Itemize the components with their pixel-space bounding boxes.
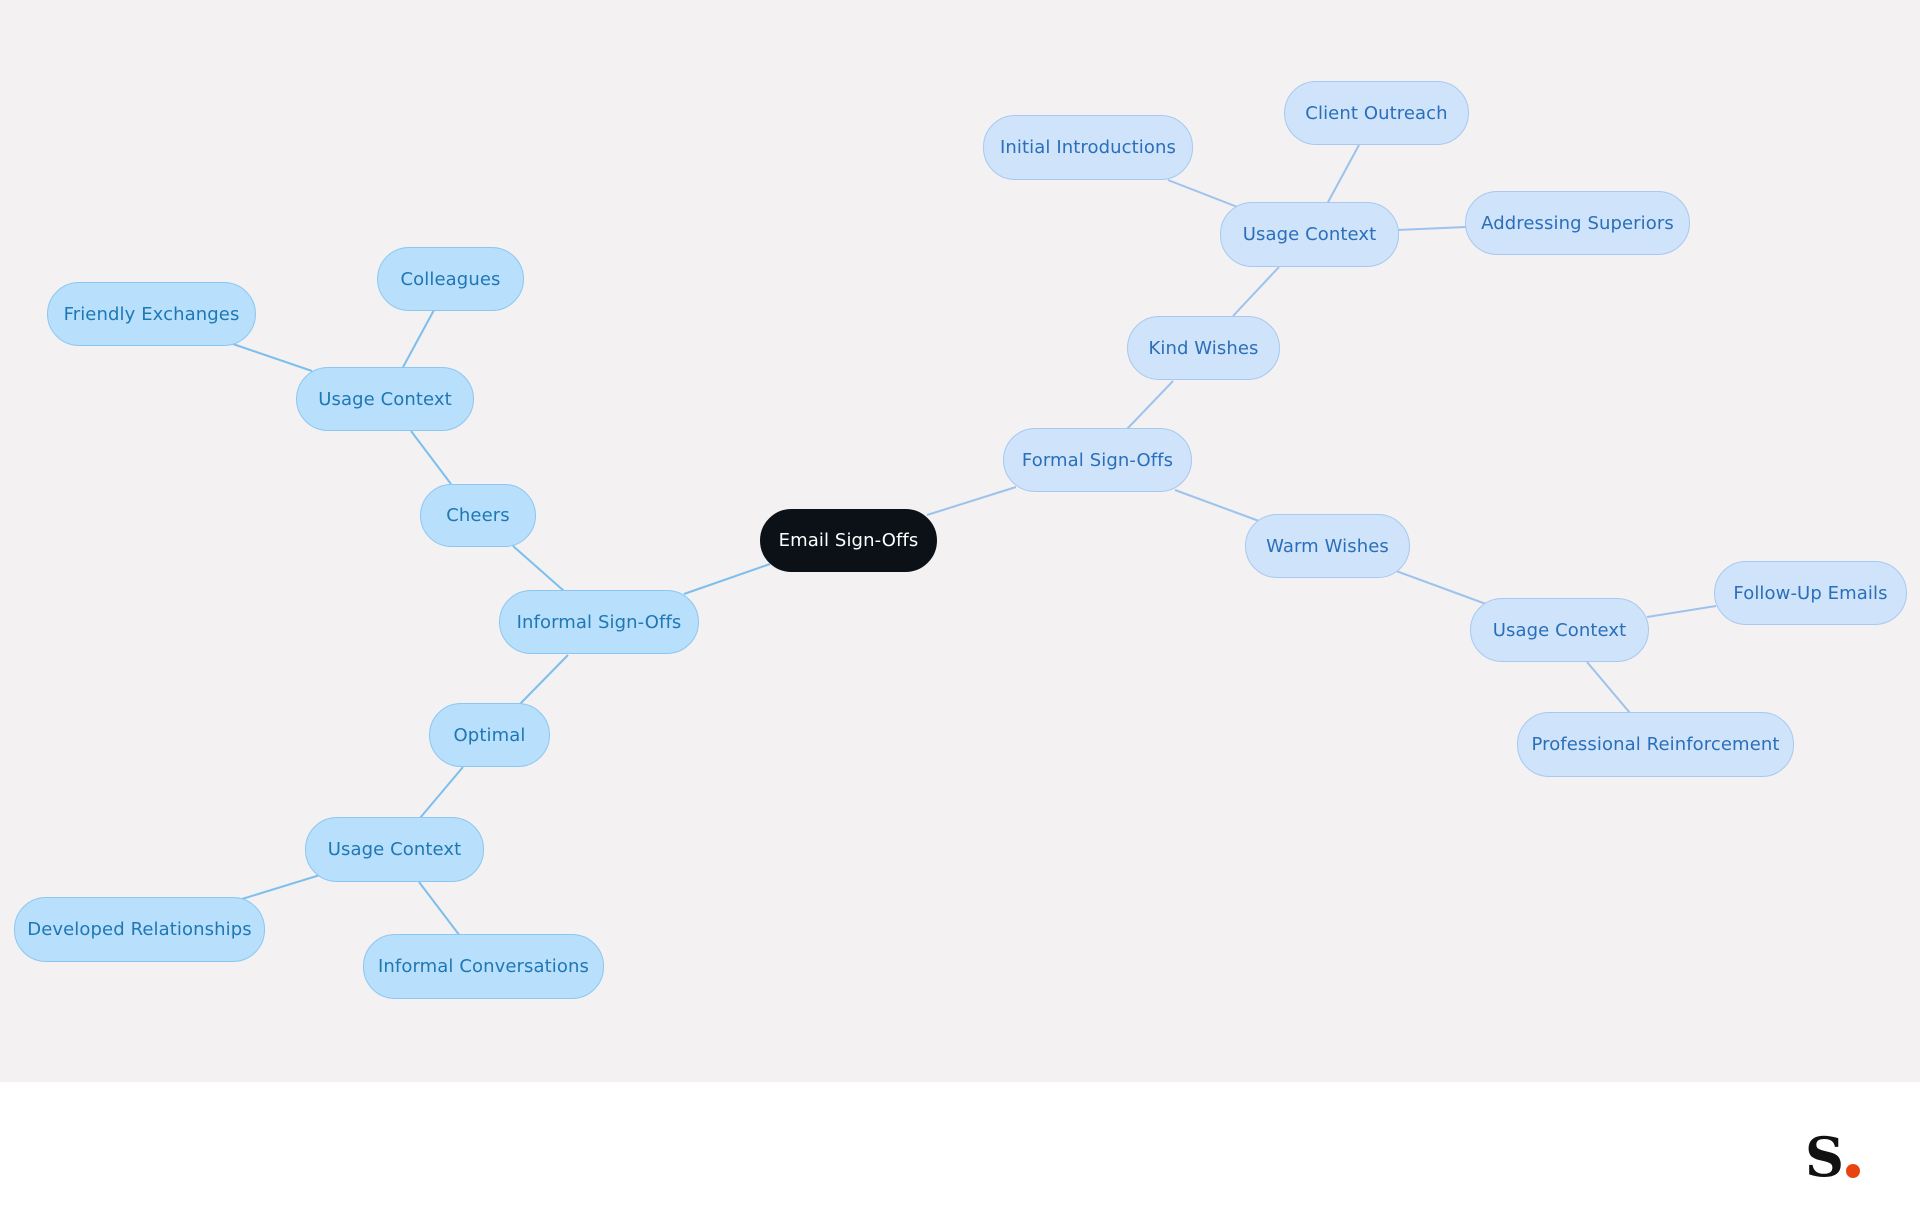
edge-root-formal xyxy=(926,486,1017,516)
logo-dot-icon xyxy=(1846,1164,1860,1178)
follow-up-emails-node[interactable]: Follow-Up Emails xyxy=(1714,561,1907,625)
developed-relationships-node[interactable]: Developed Relationships xyxy=(14,897,265,962)
brand-logo: S xyxy=(1805,1125,1865,1189)
cheers-node[interactable]: Cheers xyxy=(420,484,536,547)
mindmap-canvas: Email Sign-Offs Informal Sign-Offs Cheer… xyxy=(0,0,1920,1082)
edge-formal-kind xyxy=(1126,380,1174,430)
edge-optimal-usage-informal xyxy=(418,881,461,937)
logo-letter: S xyxy=(1805,1125,1844,1189)
edge-informal-cheers xyxy=(512,545,565,592)
colleagues-node[interactable]: Colleagues xyxy=(377,247,524,311)
optimal-node[interactable]: Optimal xyxy=(429,703,550,767)
edge-cheers-usage xyxy=(410,430,452,485)
informal-signoffs-node[interactable]: Informal Sign-Offs xyxy=(499,590,699,654)
initial-introductions-node[interactable]: Initial Introductions xyxy=(983,115,1193,180)
friendly-exchanges-node[interactable]: Friendly Exchanges xyxy=(47,282,256,346)
addressing-superiors-node[interactable]: Addressing Superiors xyxy=(1465,191,1690,255)
kind-wishes-node[interactable]: Kind Wishes xyxy=(1127,316,1280,380)
warm-wishes-node[interactable]: Warm Wishes xyxy=(1245,514,1410,578)
optimal-usage-context-node[interactable]: Usage Context xyxy=(305,817,484,882)
edge-kind-usage-superiors xyxy=(1396,226,1467,231)
edge-formal-warm xyxy=(1174,489,1260,522)
edge-informal-optimal xyxy=(519,654,569,705)
warm-wishes-usage-context-node[interactable]: Usage Context xyxy=(1470,598,1649,662)
edge-kind-usage xyxy=(1232,266,1280,317)
edge-cheers-usage-friendly xyxy=(232,343,313,372)
edge-warm-usage-professional xyxy=(1586,661,1631,714)
edge-kind-usage-client xyxy=(1326,144,1360,205)
edge-warm-usage-followup xyxy=(1646,605,1717,618)
formal-signoffs-node[interactable]: Formal Sign-Offs xyxy=(1003,428,1192,492)
kind-wishes-usage-context-node[interactable]: Usage Context xyxy=(1220,202,1399,267)
edge-cheers-usage-colleagues xyxy=(401,309,435,370)
informal-conversations-node[interactable]: Informal Conversations xyxy=(363,934,604,999)
edge-kind-usage-initial xyxy=(1167,179,1241,209)
root-node[interactable]: Email Sign-Offs xyxy=(760,509,937,572)
cheers-usage-context-node[interactable]: Usage Context xyxy=(296,367,474,431)
professional-reinforcement-node[interactable]: Professional Reinforcement xyxy=(1517,712,1794,777)
footer xyxy=(0,1082,1920,1215)
edge-optimal-usage-developed xyxy=(241,874,321,900)
edge-optimal-usage xyxy=(419,766,464,819)
client-outreach-node[interactable]: Client Outreach xyxy=(1284,81,1469,145)
mindmap-edges xyxy=(232,144,1717,937)
edge-warm-usage xyxy=(1395,570,1487,605)
edge-root-informal xyxy=(683,563,771,595)
